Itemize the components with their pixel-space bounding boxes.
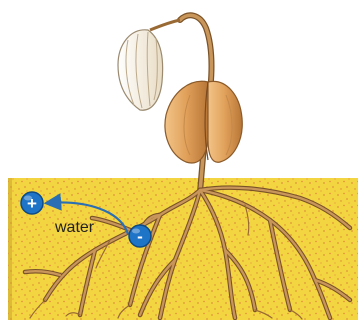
seed-pod bbox=[165, 81, 242, 163]
water-label: water bbox=[54, 219, 95, 236]
drooping-flower bbox=[118, 20, 180, 110]
plus-circle-icon: + bbox=[21, 192, 43, 214]
minus-circle-icon: - bbox=[129, 225, 151, 247]
plus-sign: + bbox=[27, 194, 37, 213]
minus-sign: - bbox=[137, 227, 143, 246]
